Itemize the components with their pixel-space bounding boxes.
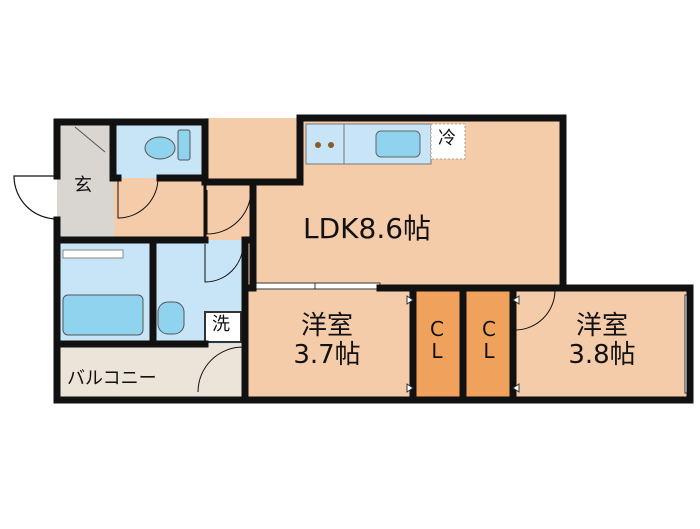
western-room-2-floor bbox=[513, 288, 691, 400]
entrance-floor bbox=[57, 122, 114, 238]
closet-1-label: C L bbox=[413, 318, 461, 363]
kitchen-sink-icon bbox=[375, 130, 421, 158]
toilet-bowl-icon bbox=[144, 136, 176, 160]
bath-shelf bbox=[62, 249, 124, 259]
balcony-door-icon bbox=[197, 346, 244, 393]
stove-burner-icon bbox=[328, 142, 334, 148]
closet-1-l: L bbox=[431, 339, 443, 364]
hall-floor bbox=[113, 176, 253, 240]
room2-door-icon bbox=[514, 289, 556, 331]
walls bbox=[53, 114, 694, 404]
entrance-label: 玄 bbox=[74, 175, 92, 196]
closet-2 bbox=[465, 288, 513, 400]
washer-label: 洗 bbox=[212, 314, 230, 335]
toilet-tank-icon bbox=[177, 129, 191, 161]
entrance-door-icon bbox=[13, 175, 58, 220]
closet-2-label: C L bbox=[465, 318, 513, 363]
closet-hinge-icon bbox=[512, 295, 520, 305]
closet-1-c: C bbox=[430, 317, 444, 341]
closet-hinge-icon bbox=[406, 383, 414, 393]
western-room-1-size: 3.7帖 bbox=[293, 340, 361, 371]
fridge-label: 冷 bbox=[438, 128, 456, 149]
closet-hinge-icon bbox=[512, 383, 520, 393]
bathtub-icon bbox=[62, 294, 144, 336]
washer-space bbox=[204, 311, 242, 343]
fridge-space bbox=[430, 123, 466, 160]
western-room-1-label: 洋室 3.7帖 bbox=[282, 311, 372, 371]
western-room-2-label: 洋室 3.8帖 bbox=[557, 311, 647, 371]
western-room-2-size: 3.8帖 bbox=[568, 340, 636, 371]
western-room-2-name: 洋室 bbox=[575, 311, 628, 341]
wash-basin-icon bbox=[157, 301, 185, 335]
western-room-1-name: 洋室 bbox=[300, 311, 353, 341]
closet-1 bbox=[413, 288, 461, 400]
closet-2-l: L bbox=[483, 339, 495, 364]
toilet-door-icon bbox=[117, 177, 159, 219]
ldk-label: LDK8.6帖 bbox=[303, 212, 432, 245]
balcony-floor bbox=[57, 344, 245, 400]
western-room-1-floor bbox=[245, 288, 413, 400]
balcony-label: バルコニー bbox=[67, 368, 157, 389]
stove-burner-icon bbox=[315, 142, 321, 148]
closet-hinge-icon bbox=[406, 295, 414, 305]
closet-2-c: C bbox=[482, 317, 496, 341]
